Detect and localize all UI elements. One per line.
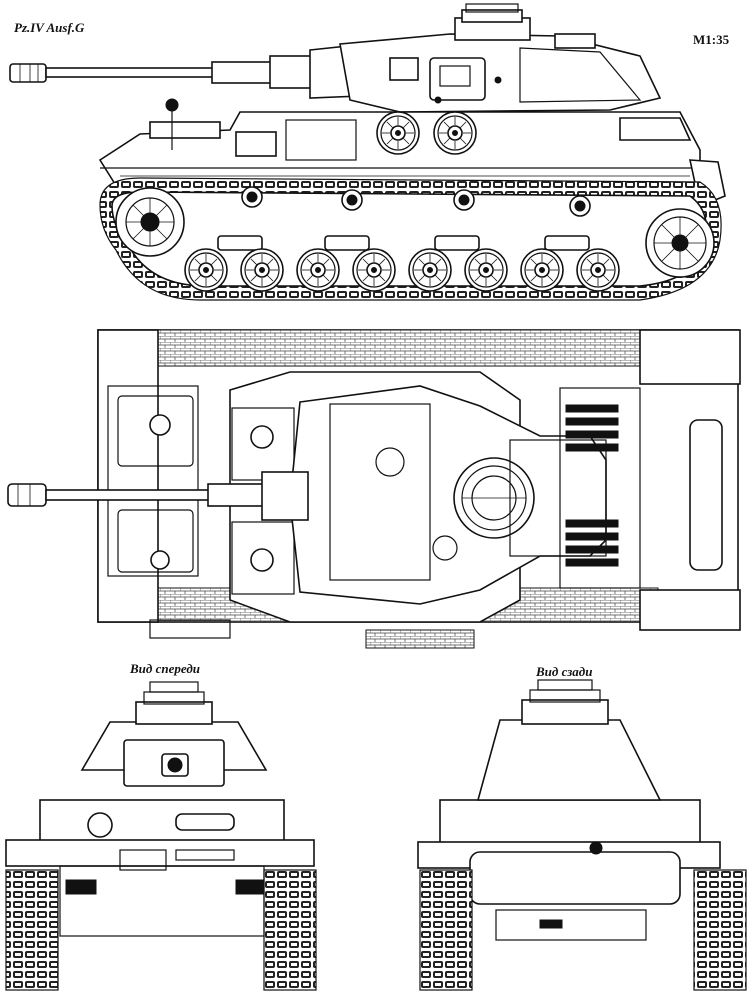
rear-view-label: Вид сзади	[536, 664, 593, 679]
side-view	[9, 3, 726, 301]
front-right-track	[263, 869, 317, 991]
side-gun-barrel	[9, 45, 362, 99]
top-front-plate	[97, 329, 159, 623]
drive-sprocket	[115, 187, 185, 257]
front-left-track	[5, 869, 59, 991]
rear-view	[417, 679, 747, 991]
top-gun-barrel	[7, 471, 309, 521]
commander-cupola	[453, 457, 535, 539]
rear-right-track	[693, 869, 747, 991]
front-view	[5, 681, 317, 991]
idler-wheel	[645, 208, 715, 278]
top-left-fender	[97, 329, 659, 367]
spare-wheel-2	[433, 111, 477, 155]
rear-left-track	[419, 869, 473, 991]
spare-wheel-1	[376, 111, 420, 155]
side-turret	[339, 3, 662, 113]
drawing-title: Pz.IV Ausf.G	[14, 20, 85, 35]
top-view	[7, 329, 741, 649]
scale-label: M1:35	[693, 32, 730, 47]
front-view-label: Вид спереди	[130, 661, 200, 676]
